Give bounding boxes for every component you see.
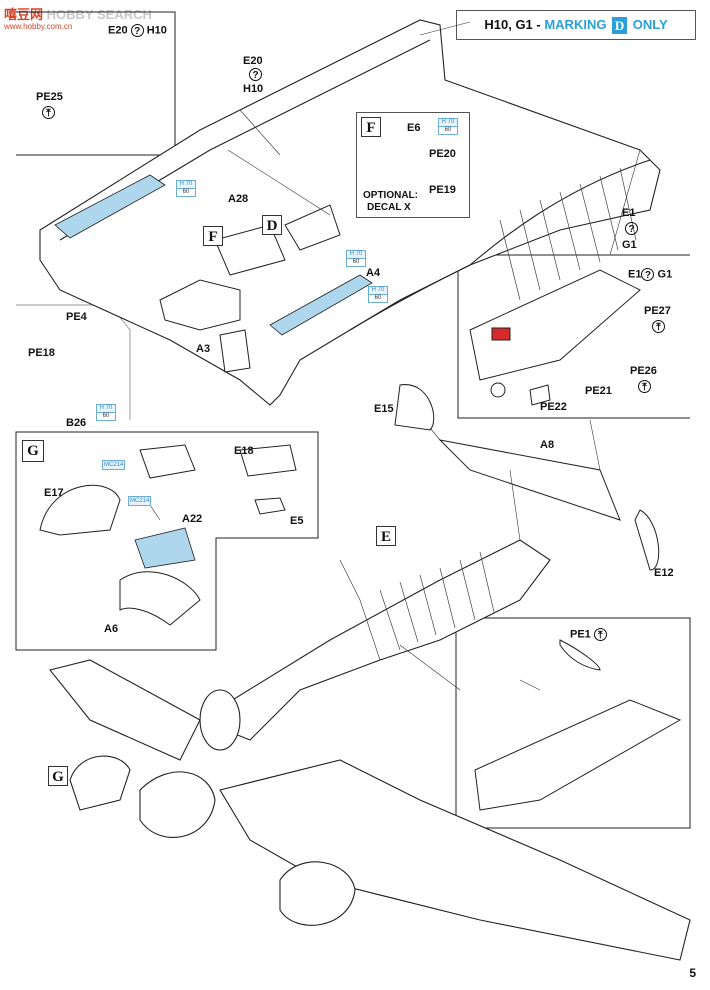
question-icon-e1: ? (625, 222, 638, 235)
step-marker-e: E (376, 526, 396, 546)
step-marker-d: D (262, 215, 282, 235)
inset-f: F E6 PE20 PE19 OPTIONAL: DECAL X (356, 112, 470, 218)
part-e5 (254, 497, 286, 515)
label-g1: G1 (622, 239, 637, 251)
label-pe21: PE21 (585, 385, 612, 397)
label-e5: E5 (290, 515, 304, 527)
mc-code-2: MC214 (128, 496, 152, 506)
label-e6: E6 (407, 122, 421, 134)
label-pe20: PE20 (429, 148, 456, 160)
banner-marking: MARKING (544, 17, 607, 32)
label-pe26: PE26 (630, 365, 657, 377)
painted-parts (54, 174, 373, 569)
label-e20-mid: E20 (243, 55, 263, 67)
label-b26: B26 (66, 417, 87, 429)
banner-prefix: H10, G1 - (484, 17, 545, 32)
label-e17: E17 (44, 487, 64, 499)
flip-icon-pe26: ⤒ (638, 380, 651, 393)
watermark-en: HOBBY SEARCH (46, 7, 152, 22)
inset-frame-right (457, 254, 690, 419)
cockpit-tub (159, 204, 341, 373)
watermark-logo: 嘻豆网 HOBBY SEARCH (4, 4, 152, 23)
flip-icon-pe27: ⤒ (652, 320, 665, 333)
label-e1-g1-inset: E1? G1 (628, 268, 673, 281)
gun-e18 (239, 444, 297, 477)
label-a4: A4 (366, 267, 381, 279)
watermark-url: www.hobby.com.cn (4, 22, 73, 31)
page-number: 5 (689, 966, 696, 980)
label-a3: A3 (196, 343, 211, 355)
wing-a8 (394, 384, 660, 571)
inset-f-letter: F (361, 117, 381, 137)
label-pe25: PE25 (36, 91, 63, 103)
label-pe4: PE4 (66, 311, 87, 323)
label-a8: A8 (540, 439, 555, 451)
inset-frame-cockpit (455, 617, 691, 829)
label-e20-top: E20 ? H10 (108, 24, 167, 37)
question-icon-e20: ? (249, 68, 262, 81)
cockpit-inset-drawing (474, 639, 682, 811)
watermark-cn: 嘻豆网 (4, 7, 44, 22)
label-pe1: PE1 ⤒ (570, 628, 607, 641)
step-marker-g: G (22, 440, 44, 462)
label-a22: A22 (182, 513, 203, 525)
label-e12: E12 (654, 567, 674, 579)
canopy-a6 (119, 571, 201, 626)
flip-icon-pe25: ⤒ (42, 106, 55, 119)
label-pe22: PE22 (540, 401, 567, 413)
mc-code-1: MC214 (102, 460, 126, 470)
label-pe27: PE27 (644, 305, 671, 317)
inset-frame-g (15, 431, 319, 651)
red-decal (491, 327, 511, 341)
nose-cone-e17 (39, 484, 121, 536)
label-e15: E15 (374, 403, 394, 415)
step-marker-g-bottom: G (48, 766, 68, 786)
step-marker-f: F (203, 226, 223, 246)
label-h10-mid: H10 (243, 83, 264, 95)
banner-suffix: ONLY (632, 17, 668, 32)
inset-frame-top-left (16, 11, 176, 156)
label-e18: E18 (234, 445, 254, 457)
label-pe19: PE19 (429, 184, 456, 196)
note-decal: DECAL X (367, 202, 411, 213)
note-optional: OPTIONAL: (363, 190, 418, 201)
label-e1: E1 (622, 207, 636, 219)
lower-aircraft (49, 539, 691, 961)
marking-banner: H10, G1 - MARKING D ONLY (456, 10, 696, 40)
label-a28: A28 (228, 193, 249, 205)
banner-marking-letter: D (612, 17, 628, 35)
gun-e17-bracket (139, 444, 196, 479)
label-a6: A6 (104, 623, 119, 635)
label-pe18: PE18 (28, 347, 55, 359)
